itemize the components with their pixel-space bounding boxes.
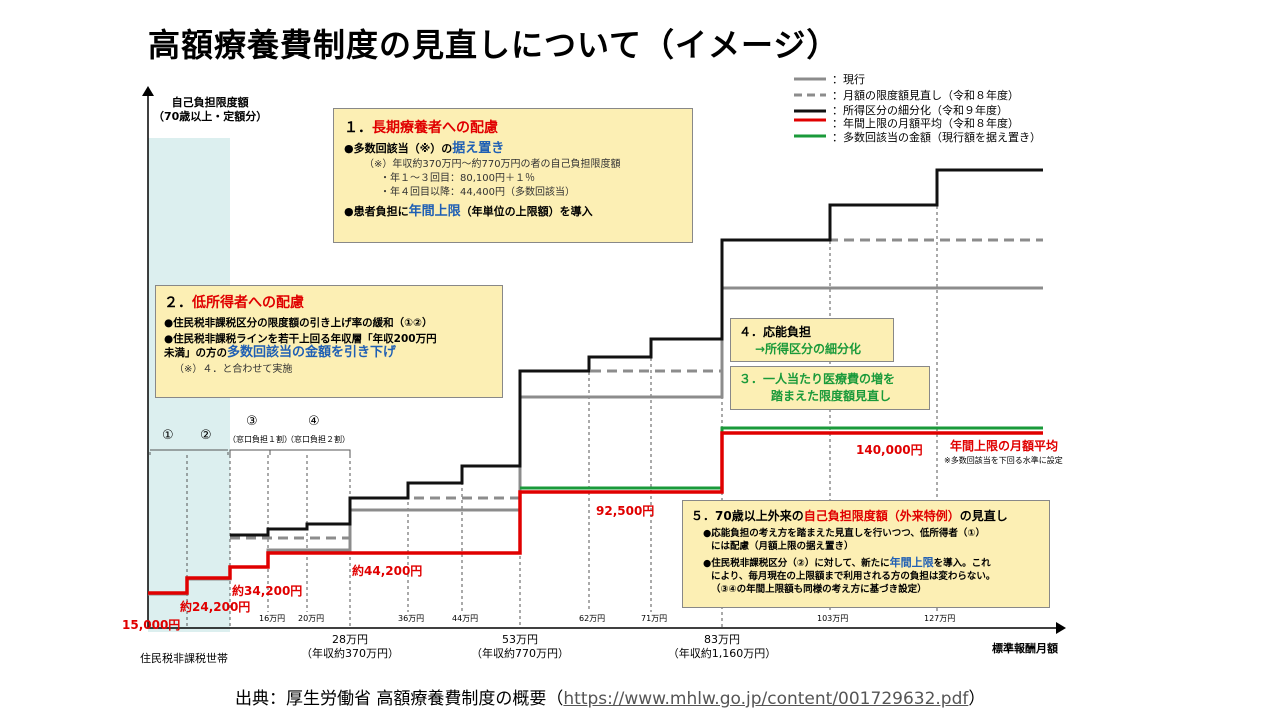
legend-current: ：現行 bbox=[832, 73, 865, 86]
region-1: ① bbox=[162, 428, 174, 443]
series-annual-cap bbox=[148, 431, 1043, 595]
legend-monthly-revision: ：月額の限度額見直し（令和８年度） bbox=[832, 89, 1019, 102]
region-4: ④ bbox=[308, 414, 320, 429]
legend-subdivision: ：所得区分の細分化（令和９年度） bbox=[832, 104, 1008, 117]
x-tick-28: 28万円（年収約370万円） bbox=[301, 633, 399, 660]
y-axis-label: 自己負担限度額 （70歳以上・定額分） bbox=[153, 96, 268, 123]
region-2: ② bbox=[200, 428, 212, 443]
box-ability-to-pay: ４．応能負担 →所得区分の細分化 bbox=[730, 318, 894, 362]
y-axis-arrow bbox=[142, 86, 154, 96]
x-tick-16: 16万円 bbox=[259, 614, 286, 623]
box-long-term-patients: １．長期療養者への配慮 ●多数回該当（※）の据え置き （※）年収約370万円～約… bbox=[333, 108, 693, 243]
box-cost-increase: ３．一人当たり医療費の増を 踏まえた限度額見直し bbox=[730, 366, 930, 410]
label-annual-note: ※多数回該当を下回る水準に設定 bbox=[944, 456, 1063, 465]
x-axis-arrow bbox=[1056, 622, 1066, 634]
series-income-subdivision bbox=[230, 168, 1043, 537]
region-3: ③ bbox=[246, 414, 258, 429]
label-44200: 約44,200円 bbox=[352, 564, 423, 578]
label-140000: 140,000円 bbox=[856, 443, 923, 457]
box-low-income: ２．低所得者への配慮 ●住民税非課税区分の限度額の引き上げ率の緩和（①②） ●住… bbox=[155, 285, 503, 398]
x-tick-127: 127万円 bbox=[924, 614, 956, 623]
label-92500: 92,500円 bbox=[596, 504, 655, 518]
box-outpatient-special: ５．70歳以上外来の自己負担限度額（外来特例）の見直し ●応能負担の考え方を踏ま… bbox=[682, 500, 1050, 608]
source-citation: 出典：厚生労働省 高額療養費制度の概要（https://www.mhlw.go.… bbox=[235, 689, 986, 709]
label-34200: 約34,200円 bbox=[232, 584, 303, 598]
x-axis-label: 標準報酬月額 bbox=[992, 642, 1058, 655]
region-brackets bbox=[149, 449, 351, 455]
page-title: 高額療養費制度の見直しについて（イメージ） bbox=[148, 26, 840, 64]
x-tick-71: 71万円 bbox=[641, 614, 668, 623]
legend-annual-cap: ：年間上限の月額平均（令和８年度） bbox=[832, 117, 1019, 130]
x-tick-53: 53万円（年収約770万円） bbox=[471, 633, 569, 660]
x-tick-36: 36万円 bbox=[398, 614, 425, 623]
source-link[interactable]: https://www.mhlw.go.jp/content/001729632… bbox=[563, 689, 969, 709]
label-24200: 約24,200円 bbox=[180, 600, 251, 614]
label-annual-avg: 年間上限の月額平均 bbox=[950, 439, 1059, 453]
x-tick-62: 62万円 bbox=[579, 614, 606, 623]
legend-lines bbox=[794, 77, 826, 138]
x-tick-20: 20万円 bbox=[298, 614, 325, 623]
region-4-sub: （窓口負担２割） bbox=[286, 435, 350, 444]
region-3-sub: （窓口負担１割） bbox=[228, 435, 292, 444]
x-tick-103: 103万円 bbox=[817, 614, 849, 623]
x-tick-44: 44万円 bbox=[452, 614, 479, 623]
exempt-household-label: 住民税非課税世帯 bbox=[140, 652, 228, 665]
x-tick-83: 83万円（年収約1,160万円） bbox=[667, 633, 777, 660]
label-15000: 15,000円 bbox=[122, 618, 181, 632]
legend-multiple-times: ：多数回該当の金額（現行額を据え置き） bbox=[832, 131, 1041, 144]
